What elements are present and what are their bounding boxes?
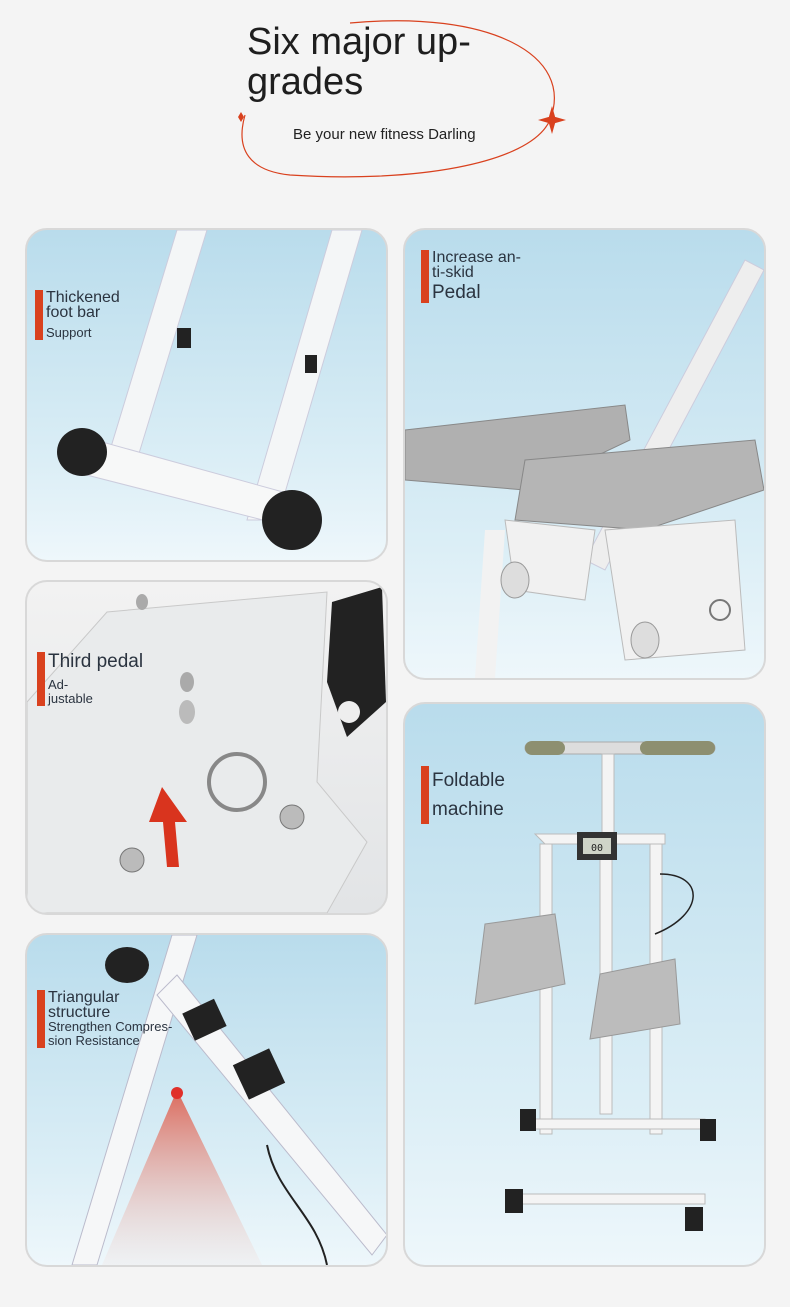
pedal-image xyxy=(405,259,764,678)
title-line-2: grades xyxy=(247,61,364,103)
feature-subtitle: Strengthen Compres- xyxy=(48,1019,173,1034)
feature-panel-third-pedal: Third pedal Ad- justable xyxy=(25,580,388,915)
feature-subtitle: justable xyxy=(48,691,93,706)
feature-label: Triangular structure Strengthen Compres-… xyxy=(37,990,172,1048)
feature-title: Foldable xyxy=(432,770,505,791)
feature-title: Thickened xyxy=(46,289,120,306)
feature-title: structure xyxy=(48,1004,111,1021)
feature-panel-triangular: Triangular structure Strengthen Compres-… xyxy=(25,933,388,1267)
sparkle-icon xyxy=(538,106,566,134)
page-title: Six major up- grades xyxy=(247,22,471,102)
feature-title: machine xyxy=(432,799,504,820)
feature-title: Triangular xyxy=(48,989,120,1006)
decorative-ellipse xyxy=(238,20,566,178)
feature-title: Third pedal xyxy=(48,651,144,672)
feature-label: Foldable machine xyxy=(421,766,505,824)
feature-panel-foldable: 00 Foldable machine xyxy=(403,702,766,1267)
frame-image xyxy=(71,935,386,1265)
feature-subtitle: Pedal xyxy=(432,282,481,303)
feature-subtitle: sion Resistance xyxy=(48,1033,140,1048)
subtitle: Be your new fitness Darling xyxy=(293,126,476,143)
feature-label: Increase an- ti-skid Pedal xyxy=(421,250,521,303)
feature-title: ti-skid xyxy=(432,264,474,281)
sparkle-icon xyxy=(238,112,244,122)
feature-subtitle: Ad- xyxy=(48,677,69,692)
stepper-machine-image: 00 xyxy=(474,741,716,1231)
foot-bar-image xyxy=(57,230,363,550)
feature-panel-pedal: Increase an- ti-skid Pedal xyxy=(403,228,766,680)
feature-label: Thickened foot bar Support xyxy=(35,290,120,340)
feature-title: Increase an- xyxy=(432,249,521,266)
feature-subtitle: Support xyxy=(46,325,92,340)
feature-label: Third pedal Ad- justable xyxy=(37,652,143,706)
display-reading: 00 xyxy=(591,843,603,854)
feature-title: foot bar xyxy=(46,304,101,321)
title-line-1: Six major up- xyxy=(247,21,471,63)
feature-panel-foot-bar: Thickened foot bar Support xyxy=(25,228,388,562)
pedal-plate-image xyxy=(27,587,386,913)
